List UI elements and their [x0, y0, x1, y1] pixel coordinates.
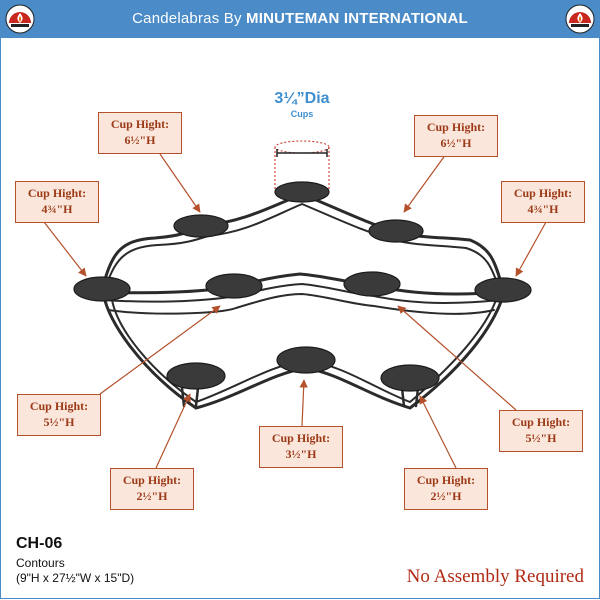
callout-label: Cup Hight: 4¾"H: [501, 181, 585, 223]
header-title: Candelabras By MINUTEMAN INTERNATIONAL: [132, 10, 468, 27]
cup-diameter-value: 3¼”Dia: [274, 90, 330, 107]
cup-bottom-right: [380, 364, 440, 392]
callout-label: Cup Hight: 2½"H: [110, 468, 194, 510]
cup-top-right: [368, 219, 424, 243]
cup-far-right: [474, 277, 532, 303]
callout-label: Cup Hight: 6½"H: [98, 112, 182, 154]
header-bar: Candelabras By MINUTEMAN INTERNATIONAL: [0, 0, 600, 38]
cup-far-left: [73, 276, 131, 302]
product-dimensions: (9"H x 27½"W x 15"D): [16, 571, 135, 585]
candle-cups: [73, 181, 532, 392]
cup-bottom-center: [276, 346, 336, 374]
callout-label: Cup Hight: 5½"H: [17, 394, 101, 436]
callout-label: Cup Hight: 2½"H: [404, 468, 488, 510]
product-model: CH-06: [16, 535, 63, 552]
candelabra-frame: [100, 192, 505, 410]
callout-arrows: [43, 153, 547, 469]
cup-diameter-caption: Cups: [290, 109, 314, 119]
cup-diameter-label: 3¼”Dia Cups: [250, 90, 354, 119]
minuteman-logo-icon: [5, 4, 35, 34]
callout-label: Cup Hight: 5½"H: [499, 410, 583, 452]
product-name: Contours: [16, 556, 65, 570]
cup-diameter-indicator: [274, 140, 330, 190]
cup-top-left: [173, 214, 229, 238]
cup-bottom-left: [166, 362, 226, 390]
no-assembly-note: No Assembly Required: [406, 566, 584, 587]
cup-top-center: [274, 181, 330, 203]
callout-label: Cup Hight: 4¾"H: [15, 181, 99, 223]
cup-mid-right: [343, 271, 401, 297]
cup-mid-left: [205, 273, 263, 299]
callout-label: Cup Hight: 3½"H: [259, 426, 343, 468]
callout-label: Cup Hight: 6½"H: [414, 115, 498, 157]
minuteman-logo-icon: [565, 4, 595, 34]
